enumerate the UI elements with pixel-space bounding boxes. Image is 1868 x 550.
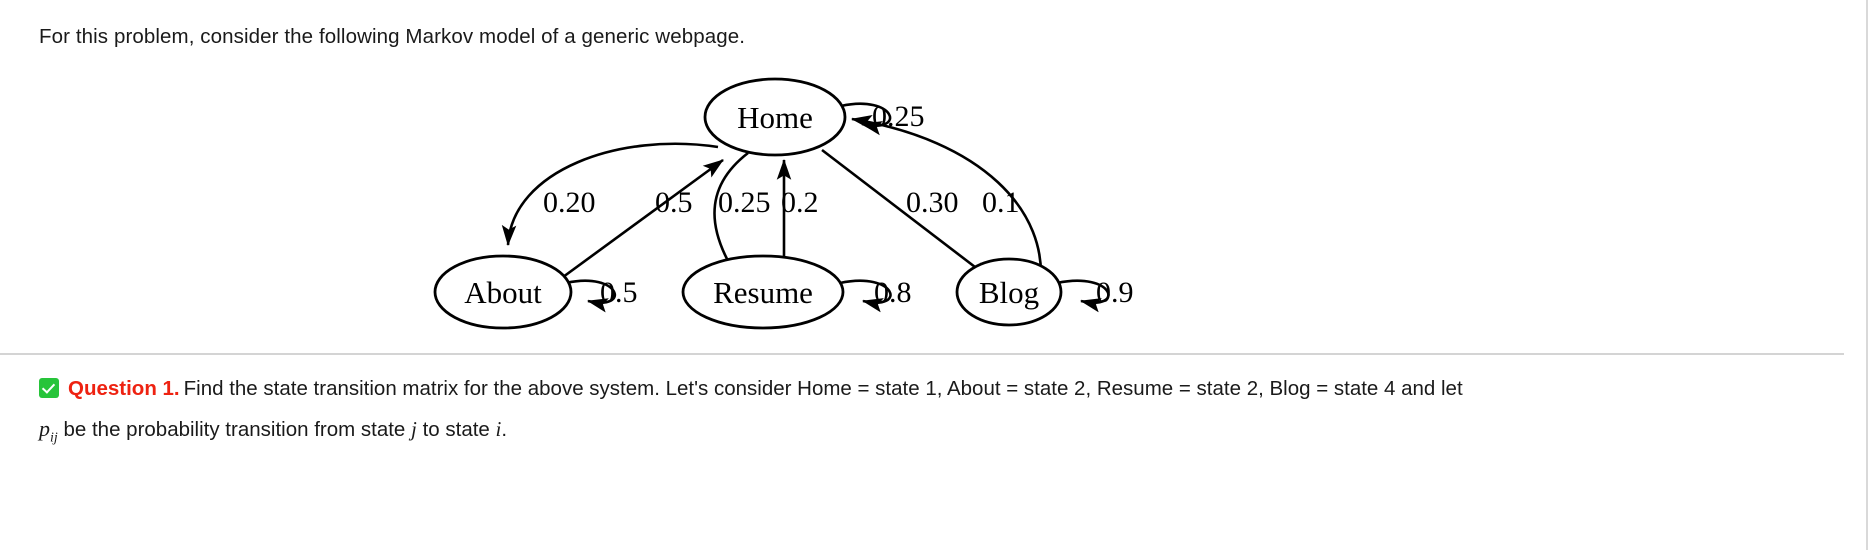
self-loop-layer bbox=[565, 102, 1110, 313]
node-home-ellipse[interactable] bbox=[703, 77, 847, 157]
self-loop-about bbox=[565, 279, 617, 313]
section-divider bbox=[0, 353, 1844, 355]
intro-paragraph: For this problem, consider the following… bbox=[39, 25, 745, 48]
self-loop-blog bbox=[1056, 279, 1110, 313]
self-loop-label-resume: 0.8 bbox=[874, 276, 912, 309]
node-blog-ellipse[interactable] bbox=[955, 257, 1063, 327]
node-home[interactable]: Home bbox=[703, 77, 847, 157]
markov-diagram-svg: Home About Resume Blog 0.20 0.5 bbox=[433, 77, 1134, 330]
self-loop-label-home: 0.25 bbox=[872, 100, 925, 133]
node-home-label: Home bbox=[737, 100, 813, 135]
question-line-2: pij be the probability transition from s… bbox=[39, 415, 1829, 452]
self-loop-home bbox=[840, 102, 892, 136]
node-about-label: About bbox=[464, 275, 542, 310]
edge-home-about bbox=[501, 142, 719, 247]
question-label: Question 1. bbox=[68, 377, 180, 400]
edge-label-blog-home: 0.1 bbox=[982, 186, 1020, 219]
check-badge-icon bbox=[39, 378, 59, 398]
node-about[interactable]: About bbox=[433, 254, 573, 330]
edge-home-blog bbox=[821, 148, 993, 282]
question-text-2a: be the probability transition from state bbox=[63, 418, 406, 441]
node-resume-label: Resume bbox=[713, 275, 813, 310]
symbol-p: p bbox=[39, 416, 50, 441]
node-layer: Home About Resume Blog bbox=[433, 77, 1063, 330]
question-text-2b: to state bbox=[422, 418, 490, 441]
markov-diagram: Home About Resume Blog 0.20 0.5 bbox=[0, 60, 1868, 345]
node-about-ellipse[interactable] bbox=[433, 254, 573, 330]
node-blog[interactable]: Blog bbox=[955, 257, 1063, 327]
question-line-1: Question 1.Find the state transition mat… bbox=[39, 375, 1829, 403]
edge-blog-home bbox=[850, 115, 1043, 289]
symbol-j: j bbox=[411, 417, 417, 441]
node-blog-label: Blog bbox=[979, 275, 1039, 310]
edge-about-home bbox=[547, 158, 724, 290]
symbol-p-ij: pij bbox=[39, 416, 58, 445]
edge-label-home-resume: 0.25 bbox=[718, 186, 771, 219]
self-loop-resume bbox=[839, 279, 892, 313]
edge-label-home-blog: 0.30 bbox=[906, 186, 959, 219]
self-loop-label-blog: 0.9 bbox=[1096, 276, 1134, 309]
self-loop-label-about: 0.5 bbox=[600, 276, 638, 309]
node-resume-ellipse[interactable] bbox=[681, 254, 845, 330]
symbol-i: i bbox=[495, 417, 502, 441]
edge-label-resume-home: 0.2 bbox=[781, 186, 819, 219]
edge-label-about-home: 0.5 bbox=[655, 186, 693, 219]
question-period: . bbox=[501, 418, 508, 441]
question-block: Question 1.Find the state transition mat… bbox=[39, 375, 1829, 452]
edge-label-layer: 0.20 0.5 0.25 0.2 0.30 0.1 bbox=[543, 186, 1020, 219]
self-loop-label-layer: 0.25 0.5 0.8 0.9 bbox=[600, 100, 1134, 309]
edge-layer bbox=[501, 115, 1043, 290]
question-text-1: Find the state transition matrix for the… bbox=[183, 377, 1463, 400]
symbol-subscript-ij: ij bbox=[50, 430, 58, 446]
node-resume[interactable]: Resume bbox=[681, 254, 845, 330]
edge-label-home-about: 0.20 bbox=[543, 186, 596, 219]
